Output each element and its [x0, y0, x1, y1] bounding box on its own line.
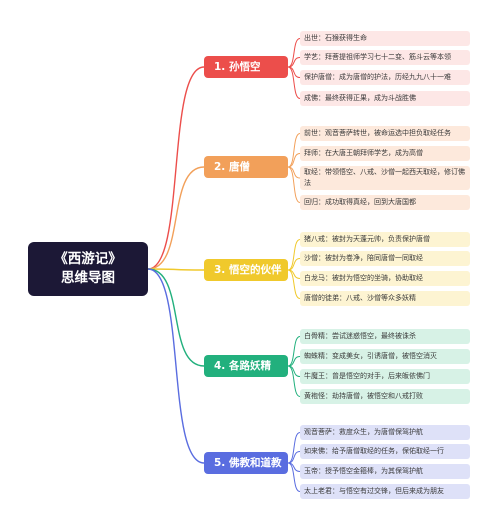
branch-leaf-link: [287, 133, 301, 168]
branch-leaf-link: [287, 336, 301, 367]
branch-leaf-link: [287, 153, 301, 168]
leaf-node[interactable]: 太上老君：与悟空有过交锋，但后来成为朋友: [300, 484, 470, 499]
leaf-node[interactable]: 白龙马：被封为悟空的坐骑，协助取经: [300, 271, 470, 286]
leaf-node[interactable]: 牛魔王：曾是悟空的对手，后来皈依佛门: [300, 369, 470, 384]
root-branch-link: [147, 268, 205, 271]
leaf-node[interactable]: 沙僧：被封为卷净，陪同唐僧一同取经: [300, 251, 470, 266]
branch-leaf-link: [287, 432, 301, 464]
branch-leaf-link: [287, 462, 301, 492]
branch-leaf-link: [287, 269, 301, 279]
branch-leaf-link: [287, 356, 301, 367]
branch-node[interactable]: 3. 悟空的伙伴: [204, 259, 288, 281]
root-branch-link: [147, 66, 205, 270]
branch-node[interactable]: 1. 孙悟空: [204, 56, 288, 78]
branch-leaf-link: [287, 365, 301, 397]
leaf-node[interactable]: 回归：成功取得真经，回到大唐国都: [300, 195, 470, 210]
leaf-node[interactable]: 蜘蛛精：变成美女，引诱唐僧，被悟空消灭: [300, 349, 470, 364]
leaf-node[interactable]: 如来佛：给予唐僧取经的任务，保佑取经一行: [300, 444, 470, 459]
branch-leaf-link: [287, 66, 301, 78]
leaf-node[interactable]: 黄袍怪：劫持唐僧，被悟空和八戒打败: [300, 389, 470, 404]
leaf-node[interactable]: 学艺：拜菩提祖师学习七十二变、筋斗云等本领: [300, 50, 470, 65]
root-branch-link: [147, 166, 205, 270]
leaf-node[interactable]: 成佛：最终获得正果，成为斗战胜佛: [300, 91, 470, 106]
leaf-node[interactable]: 白骨精：尝试迷惑悟空，最终被诛杀: [300, 329, 470, 344]
leaf-node[interactable]: 玉帝：授予悟空金箍棒，为其保驾护航: [300, 464, 470, 479]
branch-leaf-link: [287, 166, 301, 203]
leaf-node[interactable]: 取经：带领悟空、八戒、沙僧一起西天取经，修订佛法: [300, 166, 470, 190]
branch-node[interactable]: 2. 唐僧: [204, 156, 288, 178]
leaf-node[interactable]: 出世：石猴获得生命: [300, 31, 470, 46]
branch-leaf-link: [287, 66, 301, 99]
branch-leaf-link: [287, 451, 301, 464]
branch-leaf-link: [287, 258, 301, 271]
leaf-node[interactable]: 观音菩萨：救度众生，为唐僧保驾护航: [300, 425, 470, 440]
branch-leaf-link: [287, 462, 301, 472]
leaf-node[interactable]: 拜师：在大唐王朝拜师学艺，成为高僧: [300, 146, 470, 161]
branch-node[interactable]: 4. 各路妖精: [204, 355, 288, 377]
leaf-node[interactable]: 保护唐僧：成为唐僧的护法，历经九九八十一难: [300, 70, 470, 85]
leaf-node[interactable]: 前世：观音菩萨转世，被命运选中担负取经任务: [300, 126, 470, 141]
branch-leaf-link: [287, 269, 301, 299]
branch-leaf-link: [287, 166, 301, 179]
leaf-node[interactable]: 猪八戒：被封为天蓬元帅，负责保护唐僧: [300, 232, 470, 247]
leaf-node[interactable]: 唐僧的徒弟：八戒、沙僧等众多妖精: [300, 291, 470, 306]
root-subtitle: 思维导图: [61, 270, 115, 286]
branch-leaf-link: [287, 38, 301, 68]
root-title: 《西游记》: [54, 251, 122, 267]
root-node[interactable]: 《西游记》 思维导图: [28, 242, 148, 296]
root-branch-link: [147, 268, 205, 464]
root-branch-link: [147, 268, 205, 367]
branch-leaf-link: [287, 365, 301, 377]
branch-leaf-link: [287, 239, 301, 271]
branch-node[interactable]: 5. 佛教和道教: [204, 452, 288, 474]
branch-leaf-link: [287, 57, 301, 68]
